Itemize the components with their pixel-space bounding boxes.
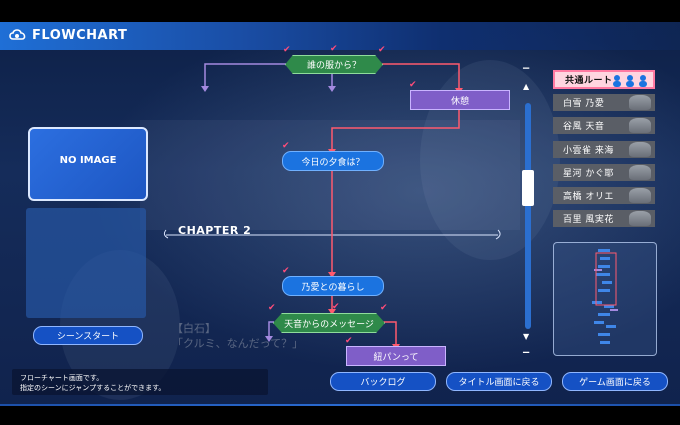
route-fumika[interactable]: 百里 風実花 (553, 210, 655, 227)
route-orie[interactable]: 高橋 オリエ (553, 187, 655, 204)
page-title: FLOWCHART (32, 28, 128, 43)
no-image-label: NO IMAGE (59, 155, 117, 166)
check-icon: ✔ (332, 302, 340, 312)
character-face-icon (629, 95, 651, 110)
scene-node-pants[interactable]: 紐パンって (346, 346, 446, 366)
scene-preview (26, 208, 146, 318)
route-label: 高橋 オリエ (563, 192, 614, 202)
route-amane[interactable]: 谷風 天音 (553, 117, 655, 134)
node-label: 天音からのメッセージ (284, 319, 374, 330)
route-kaguya[interactable]: 星河 かぐ耶 (553, 164, 655, 181)
node-label: 乃愛との暮らし (301, 282, 365, 293)
character-face-icon (629, 118, 651, 133)
scene-start-button[interactable]: シーンスタート (33, 326, 143, 345)
help-text-line: フローチャート画面です。 (20, 374, 104, 382)
return-to-game-label: ゲーム画面に戻る (579, 378, 651, 388)
check-icon: ✔ (409, 80, 417, 90)
letterbox-top (0, 0, 680, 22)
letterbox-bottom (0, 406, 680, 425)
scrollbar-thumb[interactable] (522, 170, 534, 206)
backlog-button[interactable]: バックログ (330, 372, 436, 391)
route-kurumi[interactable]: 小雲雀 来海 (553, 141, 655, 158)
scene-thumbnail: NO IMAGE (28, 127, 148, 201)
character-face-icon (629, 188, 651, 203)
node-label: 紐パンって (373, 352, 419, 363)
check-icon: ✔ (330, 44, 338, 54)
check-icon: ✔ (345, 336, 353, 346)
character-face-icon (629, 142, 651, 157)
help-text-line: 指定のシーンにジャンプすることができます。 (20, 384, 166, 392)
backlog-label: バックログ (360, 378, 406, 388)
scrollbar-track[interactable] (525, 103, 531, 329)
header-bar: FLOWCHART (0, 22, 680, 50)
check-icon: ✔ (378, 45, 386, 55)
help-box (12, 369, 268, 395)
scene-start-label: シーンスタート (56, 332, 120, 342)
node-label: 今日の夕食は？ (301, 157, 365, 168)
route-noa[interactable]: 白雪 乃愛 (553, 94, 655, 111)
check-icon: ✔ (268, 303, 276, 313)
route-label: 共通ルート (565, 76, 613, 86)
scroll-top-icon[interactable]: ▔ (523, 68, 530, 77)
return-to-game-button[interactable]: ゲーム画面に戻る (562, 372, 668, 391)
character-face-icon (613, 75, 647, 87)
chapter-label: CHAPTER 2 (178, 224, 252, 237)
cloud-logo-icon (9, 29, 26, 40)
choice-node-q2[interactable]: 今日の夕食は？ (282, 151, 384, 171)
minimap-graph (592, 249, 618, 344)
check-icon: ✔ (282, 266, 290, 276)
scene-node-life[interactable]: 乃愛との暮らし (282, 276, 384, 296)
bottom-accent-line (0, 404, 680, 406)
check-icon: ✔ (282, 141, 290, 151)
route-label: 谷風 天音 (563, 122, 605, 132)
flowchart-minimap[interactable] (553, 242, 657, 356)
route-common[interactable]: 共通ルート (553, 70, 655, 89)
scroll-down-icon[interactable]: ▼ (523, 332, 530, 341)
background-building (140, 120, 520, 230)
check-icon: ✔ (380, 303, 388, 313)
node-label: 誰の服から？ (306, 61, 361, 71)
choice-node-msg[interactable]: 天音からのメッセージ (273, 313, 385, 333)
check-icon: ✔ (283, 45, 291, 55)
route-label: 百里 風実花 (563, 215, 614, 225)
scroll-bottom-icon[interactable]: ▁ (523, 344, 530, 353)
scene-node-rest[interactable]: 休憩 (410, 90, 510, 110)
choice-node-q1[interactable]: 誰の服から？ (285, 55, 383, 74)
scroll-up-icon[interactable]: ▲ (523, 82, 530, 91)
return-to-title-button[interactable]: タイトル画面に戻る (446, 372, 552, 391)
character-face-icon (629, 211, 651, 226)
route-label: 白雪 乃愛 (563, 99, 605, 109)
route-label: 星河 かぐ耶 (563, 169, 614, 179)
node-label: 休憩 (450, 96, 469, 107)
background-dialogue: 「クルミ、なんだって？」 (172, 337, 304, 350)
route-label: 小雲雀 来海 (563, 146, 614, 156)
return-to-title-label: タイトル画面に戻る (458, 378, 540, 388)
background-speaker: 【白石】 (172, 322, 216, 335)
character-face-icon (629, 165, 651, 180)
